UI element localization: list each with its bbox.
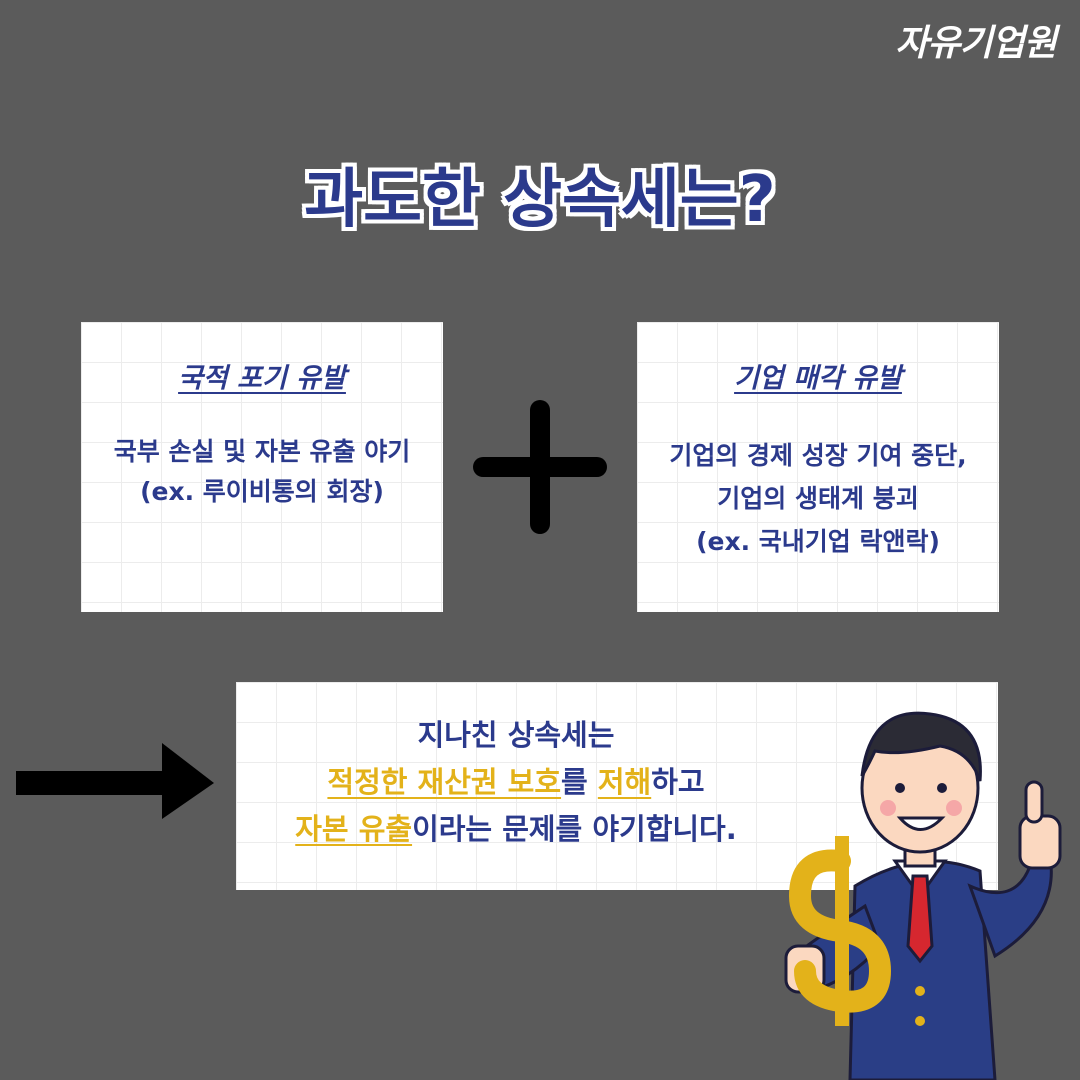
businessman-thumbs-up-icon xyxy=(784,711,1062,1080)
left-card-line: 국부 손실 및 자본 유출 야기 xyxy=(113,437,411,466)
right-card-title: 기업 매각 유발 xyxy=(734,363,902,394)
right-card-line: (ex. 국내기업 락앤락) xyxy=(696,527,940,556)
conclusion-text-part: 이라는 문제를 야기합니다. xyxy=(412,812,737,846)
conclusion-line-2: 적정한 재산권 보호를 저해하고 xyxy=(236,759,796,806)
left-card-body: 국부 손실 및 자본 유출 야기 (ex. 루이비통의 회장) xyxy=(81,432,443,512)
highlight-hinder: 저해 xyxy=(597,765,652,799)
highlight-property-rights: 적정한 재산권 보호 xyxy=(327,765,562,799)
arrow-right-icon xyxy=(16,743,214,819)
right-card: 기업 매각 유발 기업의 경제 성장 기여 중단, 기업의 생태계 붕괴 (ex… xyxy=(637,322,999,612)
conclusion-line-3: 자본 유출이라는 문제를 야기합니다. xyxy=(236,806,796,853)
left-card-line: (ex. 루이비통의 회장) xyxy=(140,477,384,506)
highlight-capital-outflow: 자본 유출 xyxy=(295,812,413,846)
conclusion-card: 지나친 상속세는 적정한 재산권 보호를 저해하고 자본 유출이라는 문제를 야… xyxy=(236,682,998,890)
conclusion-text-part: 를 xyxy=(561,765,598,799)
right-card-line: 기업의 경제 성장 기여 중단, xyxy=(669,441,967,470)
left-card: 국적 포기 유발 국부 손실 및 자본 유출 야기 (ex. 루이비통의 회장) xyxy=(81,322,443,612)
left-card-title: 국적 포기 유발 xyxy=(178,363,346,394)
page-title: 과도한 상속세는? xyxy=(304,163,776,237)
brand-logo: 자유기업원 xyxy=(895,14,1057,66)
right-card-line: 기업의 생태계 붕괴 xyxy=(717,484,919,513)
right-card-body: 기업의 경제 성장 기여 중단, 기업의 생태계 붕괴 (ex. 국내기업 락앤… xyxy=(637,434,999,563)
conclusion-text: 지나친 상속세는 적정한 재산권 보호를 저해하고 자본 유출이라는 문제를 야… xyxy=(236,712,796,853)
conclusion-line-1: 지나친 상속세는 xyxy=(417,718,615,752)
dollar-sign-icon xyxy=(788,836,892,1026)
plus-icon-bar xyxy=(473,457,607,477)
logo-text: 자유기업원 xyxy=(895,23,1057,64)
conclusion-text-part: 하고 xyxy=(651,765,705,799)
